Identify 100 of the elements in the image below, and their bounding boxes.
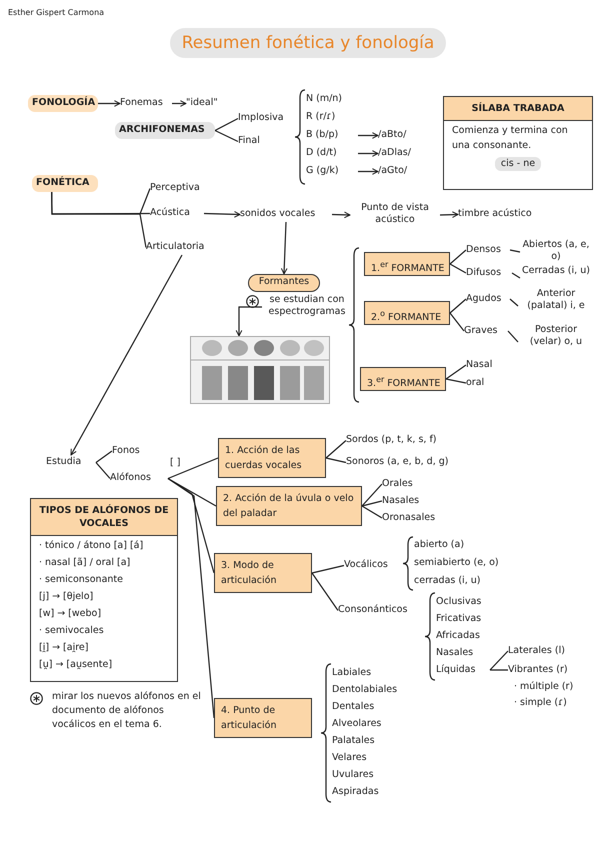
arrow <box>172 100 186 107</box>
arrow <box>440 211 458 218</box>
arrow <box>332 212 350 218</box>
term-label: Posterior (velar) o, u <box>518 324 594 360</box>
connector-line <box>312 564 344 574</box>
connector-line <box>450 298 466 314</box>
term-label: Abiertos (a, e, o) <box>520 239 592 265</box>
card-text: Comienza y termina con una consonante. <box>451 124 569 153</box>
term-label: Uvulares <box>332 768 412 782</box>
category-box: 3.$^{er}$ FORMANTE <box>360 367 446 391</box>
term-label: Dentales <box>332 700 412 714</box>
term-label: Alófonos <box>110 471 168 486</box>
term-label: /aBto/ <box>378 128 430 143</box>
example-text: cis - ne <box>494 157 542 171</box>
term-label: se estudian con espectrogramas <box>262 294 352 320</box>
term-label: Densos <box>466 243 510 257</box>
info-card <box>30 498 178 682</box>
arrow <box>204 211 240 218</box>
term-label: Orales <box>382 477 426 491</box>
term-label: "ideal" <box>186 96 234 111</box>
term-label: R (r/ɾ) <box>306 110 366 125</box>
heading-label: FONÉTICA <box>32 175 98 192</box>
connector-line <box>168 478 216 507</box>
card-text: [u̯] → [au̯sente] <box>38 658 114 672</box>
term-label: Sonoros (a, e, b, d, g) <box>346 455 478 470</box>
term-label: Palatales <box>332 734 412 748</box>
connector-line <box>362 505 382 519</box>
arrow <box>358 150 378 157</box>
connector-line <box>168 457 218 480</box>
oval-label: Formantes <box>248 274 320 292</box>
picture <box>190 336 330 404</box>
term-label: Nasales <box>436 646 486 660</box>
term-label: Oronasales <box>382 511 446 525</box>
connector-line <box>168 478 215 718</box>
connector-line <box>362 484 382 506</box>
term-label: abierto (a) <box>414 538 486 552</box>
arrow <box>98 100 120 107</box>
term-label: timbre acústico <box>458 207 554 222</box>
term-label: semiabierto (e, o) <box>414 556 522 570</box>
connector-line <box>168 478 215 574</box>
term-label: /aGto/ <box>378 164 430 179</box>
arrow <box>280 222 288 274</box>
term-label: B (b/p) <box>306 128 358 143</box>
term-label: Articulatoria <box>146 240 226 255</box>
category-box: 3. Modo de articulación <box>214 553 312 593</box>
term-label: Fonemas <box>120 96 172 111</box>
note-text: mirar los nuevos alófonos en el documento de alófonos vocálicos en el tema 6. <box>52 690 202 732</box>
connector-line <box>96 450 112 463</box>
connector-line <box>326 440 346 458</box>
term-label: Acústica <box>150 206 204 221</box>
connector-line <box>214 118 238 132</box>
connector-line <box>326 457 346 464</box>
card-text: [i̯] → [ai̯re] <box>38 641 90 655</box>
card-text: · tónico / átono [a] [á] <box>38 539 144 553</box>
category-box: 4. Punto de articulación <box>214 698 312 738</box>
card-heading: TIPOS DE ALÓFONOS DE VOCALES <box>31 499 177 536</box>
term-label: /aDlas/ <box>378 146 434 161</box>
term-label: G (g/k) <box>306 164 358 179</box>
connector-line <box>490 650 508 670</box>
connector-line <box>490 669 508 671</box>
category-box: 2.$^{o}$ FORMANTE <box>364 301 450 325</box>
connector-line <box>450 312 464 332</box>
connector-line <box>450 250 466 264</box>
term-label: oral <box>466 376 500 390</box>
connector-line <box>508 330 518 342</box>
title-heading: Resumen fonética y fonología <box>170 28 446 58</box>
heading-label: ARCHIFONEMAS <box>115 122 215 139</box>
card-text: · nasal [ã] / oral [a] <box>38 556 132 570</box>
term-label: N (m/n) <box>306 92 366 107</box>
card-text: · semivocales <box>38 624 105 638</box>
card-text: · semiconsonante <box>38 573 124 587</box>
term-label: Dentolabiales <box>332 683 412 697</box>
category-box: 1. Acción de las cuerdas vocales <box>218 438 326 478</box>
term-label: Africadas <box>436 629 496 643</box>
term-label: Velares <box>332 751 412 765</box>
connector-line <box>96 462 110 479</box>
term-label: D (d/t) <box>306 146 358 161</box>
author-name: Esther Gispert Carmona <box>8 7 106 19</box>
connector-line <box>51 192 147 248</box>
category-box: 2. Acción de la úvula o velo del paladar <box>216 486 362 526</box>
note-text: · múltiple (r) <box>514 680 574 694</box>
term-label: Aspiradas <box>332 785 412 799</box>
card-heading: SÍLABA TRABADA <box>444 97 592 121</box>
info-card <box>443 96 593 190</box>
connector-line <box>510 249 520 253</box>
term-label: Labiales <box>332 666 412 680</box>
term-label: Nasales <box>382 494 432 508</box>
card-text: [j] → [θjelo] <box>38 590 94 604</box>
connector-line <box>450 263 466 274</box>
term-label: Vibrantes (r) <box>508 663 588 677</box>
connector-line <box>362 500 382 507</box>
note-text: · simple (ɾ) <box>514 696 568 710</box>
arrow <box>358 168 378 175</box>
connector-line <box>446 378 466 384</box>
connector-line <box>312 572 338 611</box>
term-label: Anterior (palatal) i, e <box>518 288 594 324</box>
term-label: Final <box>238 134 274 149</box>
term-label: Agudos <box>466 292 510 306</box>
term-label: Perceptiva <box>150 181 214 196</box>
term-label: Implosiva <box>238 111 298 126</box>
